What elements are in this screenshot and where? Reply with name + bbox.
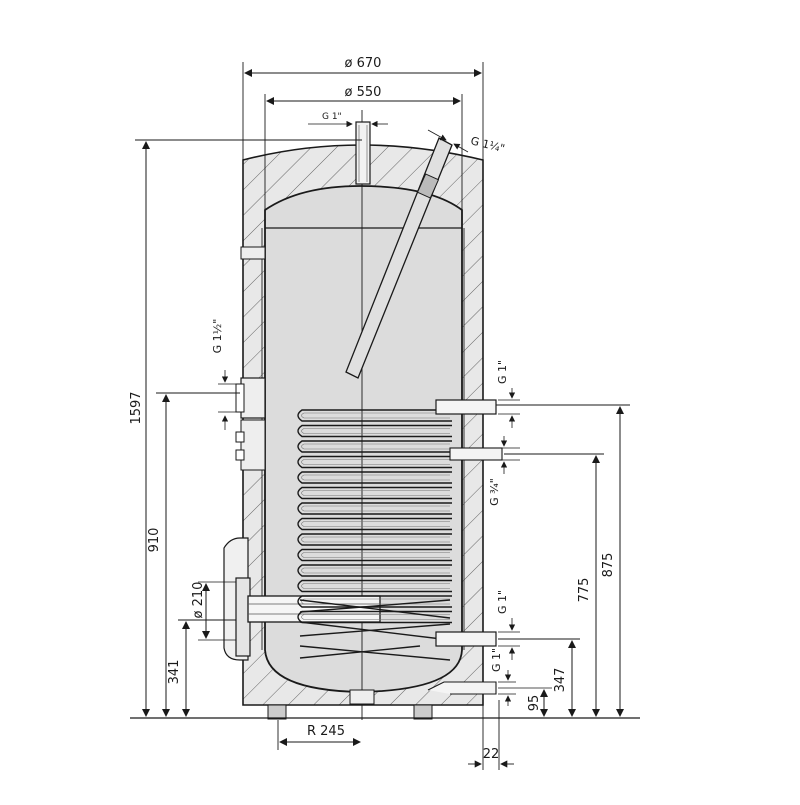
foot-left: [267, 704, 287, 720]
coil-turn: [297, 595, 452, 608]
coil-turn: [297, 471, 452, 484]
coil-return-turn: [299, 645, 451, 661]
circulation-pipe: [449, 447, 503, 461]
coil-turn-inner: [301, 459, 450, 465]
thread-top-fitting: G 1": [322, 112, 342, 122]
top-fitting: [355, 121, 371, 185]
inspection-flange: [223, 537, 381, 661]
coil-turn-inner: [301, 583, 450, 589]
coil-turn-inner: [301, 490, 450, 496]
dim-outer-diameter: ø 670: [345, 56, 382, 71]
coil-turn-inner: [301, 412, 450, 419]
dim-offset-22: 22: [483, 747, 500, 762]
coil-return-turn: [299, 645, 421, 659]
coil-turn: [297, 409, 452, 422]
coil-turn-inner: [301, 428, 450, 434]
coil-turn: [297, 455, 452, 469]
coil-turn: [297, 440, 452, 453]
dim-flange-diameter: ø 210: [191, 582, 206, 619]
coil-turn-inner: [301, 552, 450, 558]
coil-turn-inner: [301, 443, 450, 450]
coil-turn-inner: [301, 567, 450, 574]
coil-turn: [297, 564, 452, 577]
cold-inlet-pipe: [427, 681, 497, 695]
side-sensor-fitting: [235, 419, 266, 471]
dim-height-775: 775: [577, 578, 592, 603]
coil-return-turn: [299, 621, 451, 641]
thread-side-fitting: G 1½": [211, 319, 224, 354]
bottom-drain: [349, 689, 375, 705]
dim-height-95: 95: [527, 695, 542, 712]
coil-turn: [297, 533, 452, 546]
coil-turn-inner: [301, 598, 450, 605]
thread-coil-upper-outlet: G 1": [496, 360, 509, 384]
coil-turn-inner: [301, 505, 450, 512]
side-port-upper: [240, 246, 266, 260]
coil-turn-inner: [301, 536, 450, 543]
heat-exchanger-coil: [297, 409, 452, 661]
coil-turn: [297, 424, 452, 438]
coil-turn-inner: [301, 521, 450, 527]
anode-rod: [345, 137, 453, 379]
dim-height-875: 875: [601, 553, 616, 578]
dim-height-910: 910: [147, 528, 162, 553]
dim-radius: R 245: [307, 724, 345, 739]
foot-right: [413, 704, 433, 720]
coil-turn: [297, 579, 452, 593]
coil-return-turn: [299, 599, 451, 613]
coil-return-turn: [299, 623, 451, 637]
coil-turn: [297, 502, 452, 515]
coil-turn-inner: [301, 614, 450, 620]
coil-turn: [297, 517, 452, 531]
thread-circulation: G ¾": [488, 478, 501, 506]
dim-inner-diameter: ø 550: [345, 85, 382, 100]
coil-turn: [297, 548, 452, 562]
coil-return-turn: [299, 599, 451, 619]
thread-anode-fitting: G 1¼": [469, 134, 506, 155]
coil-turn-inner: [301, 474, 450, 481]
dim-height-347: 347: [553, 668, 568, 693]
coil-turn: [297, 486, 452, 500]
dim-height-341: 341: [167, 660, 182, 685]
dim-total-height: 1597: [129, 391, 144, 424]
side-fitting-g-1-half: [235, 377, 266, 419]
coil-upper-outlet-pipe: [435, 399, 497, 415]
thread-coil-lower-inlet: G 1": [496, 590, 509, 614]
coil-lower-inlet-pipe: [435, 631, 497, 647]
thread-cold-water-inlet: G 1": [490, 648, 503, 672]
